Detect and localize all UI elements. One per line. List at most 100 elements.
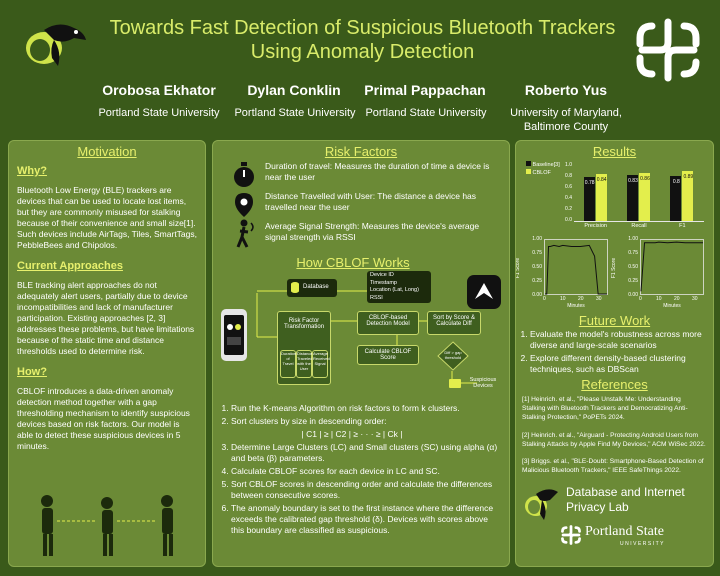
legend-entry-baseline: Baseline[3]: [526, 161, 560, 169]
author-name: Roberto Yus: [524, 82, 608, 98]
x-ticks: 0 10 20 30: [639, 296, 704, 304]
bar-value-label: 0.83: [628, 177, 638, 184]
gap-threshold-diamond: Diff > gap threshold: [437, 341, 469, 371]
bar-cblof: [595, 173, 607, 221]
x-tick-label: 30: [692, 296, 698, 302]
y-tick-label: 0.4: [565, 195, 572, 201]
f1-line-chart-baseline: F1 Score 1.00 0.75 0.50 0.25 0.00 0 10 2…: [515, 235, 612, 309]
section-heading: References: [581, 377, 648, 392]
x-ticks: 0 10 20 30: [543, 296, 608, 304]
author-affiliation: University of Maryland, Baltimore County: [510, 107, 622, 133]
y-tick-label: 1.00: [532, 236, 542, 242]
x-tick-label: Recall: [631, 223, 647, 229]
subsection-heading: Current Approaches: [17, 260, 123, 272]
device-info-line: Device ID: [370, 272, 394, 278]
cblof-steps: Run the K-means Algorithm on risk factor…: [217, 403, 503, 538]
bar-baseline: [670, 176, 682, 221]
author-affiliation: Portland State University: [234, 107, 356, 119]
sort-score-box: Sort by Score & Calculate Diff: [427, 311, 481, 335]
x-tick-label: 10: [656, 296, 662, 302]
bar-cblof: [639, 172, 650, 221]
author-affiliation: Portland State University: [98, 107, 220, 119]
y-axis-label: F1 Score: [611, 257, 618, 279]
lab-bird-logo: [520, 480, 564, 522]
x-axis-label: Minutes: [567, 303, 585, 309]
folder-icon: [449, 379, 461, 388]
f1-line-chart-cblof: F1 Score 1.00 0.75 0.50 0.25 0.00 0 10 2…: [611, 235, 710, 309]
bar-baseline: [583, 177, 595, 221]
future-item: Evaluate the model's robustness across m…: [530, 329, 706, 351]
y-tick-label: 1.00: [628, 236, 638, 242]
author-name: Orobosa Ekhator: [102, 82, 216, 98]
plot-frame: [544, 239, 608, 295]
bar-value-label: 0.8: [672, 179, 680, 186]
reference-item: [3] Briggs. et al., "BLE-Doubt: Smartpho…: [522, 458, 704, 474]
phone-icon: [219, 307, 249, 363]
section-heading: Motivation: [77, 144, 137, 159]
university-subtitle: UNIVERSITY: [620, 541, 666, 547]
app-logo-icon: [467, 275, 501, 309]
factor-box: Average Received Signal: [312, 350, 330, 378]
y-tick-label: 0.00: [532, 292, 542, 298]
walking-people-illustration: [17, 491, 197, 561]
poster-title: Towards Fast Detection of Suspicious Blu…: [109, 17, 616, 63]
why-text: Bluetooth Low Energy (BLE) trackers are …: [17, 185, 197, 250]
y-ticks: 1.00 0.75 0.50 0.25 0.00: [624, 236, 638, 298]
x-tick-label: Precision: [584, 223, 607, 229]
box-label: Risk Factor Transformation: [283, 318, 325, 330]
y-tick-label: 0.75: [532, 250, 542, 256]
risk-transform-box: Risk Factor Transformation Duration of T…: [277, 311, 331, 385]
how-text: CBLOF introduces a data-driven anomaly d…: [17, 386, 190, 451]
x-tick-label: 20: [674, 296, 680, 302]
subsection-heading: Why?: [17, 165, 47, 177]
y-tick-label: 1.0: [565, 162, 572, 168]
section-heading: Risk Factors: [324, 144, 398, 159]
author-affiliation: Portland State University: [365, 107, 487, 119]
y-tick-label: 0.8: [565, 173, 572, 179]
subsection-heading: How?: [17, 366, 47, 378]
y-tick-label: 0.50: [532, 264, 542, 270]
reference-item: [2] Heinrich. et al., "Airguard - Protec…: [522, 432, 706, 448]
y-tick-label: 0.25: [532, 278, 542, 284]
x-tick-label: 30: [596, 296, 602, 302]
x-tick-label: 10: [560, 296, 566, 302]
step-item: The anomaly boundary is set to the first…: [231, 503, 503, 536]
calculate-score-box: Calculate CBLOF Score: [357, 345, 419, 365]
box-label: Sort by Score & Calculate Diff: [432, 315, 476, 327]
bar-y-axis: 1.0 0.8 0.6 0.4 0.2 0.0: [560, 162, 572, 223]
bar-value-label: 0.78: [584, 180, 595, 187]
database-icon: [291, 282, 299, 293]
psu-small-logo: [560, 524, 582, 546]
box-label: CBLOF-based Detection Model: [366, 315, 410, 327]
cblof-flow-diagram: Database Device ID Timestamp Location (L…: [217, 271, 505, 397]
risk-factor-text: Distance Travelled with User: The distan…: [265, 191, 477, 212]
bar-baseline: [627, 174, 638, 221]
y-tick-label: 0.0: [565, 217, 572, 223]
bar-cblof: [682, 171, 694, 221]
current-approaches-text: BLE tracking alert approaches do not ade…: [17, 280, 195, 356]
y-axis-label: F1 Score: [515, 257, 522, 279]
x-tick-label: 0: [543, 296, 546, 302]
y-tick-label: 0.50: [628, 264, 638, 270]
step-item: Run the K-means Algorithm on risk factor…: [231, 403, 503, 414]
university-name: Portland State: [585, 524, 664, 539]
step-item: Calculate CBLOF scores for each device i…: [231, 466, 503, 477]
y-tick-label: 0.2: [565, 206, 572, 212]
reference-item: [1] Heinrich. et al., "Please Unstalk Me…: [522, 396, 688, 421]
factor-box: Duration of Travel: [280, 350, 296, 378]
factor-box: Distance Traveled with the User: [296, 350, 313, 378]
section-heading: How CBLOF Works: [296, 255, 410, 270]
diamond-label: Diff > gap threshold: [444, 350, 462, 360]
x-tick-label: 20: [578, 296, 584, 302]
step-item: Determine Large Clusters (LC) and Small …: [231, 442, 503, 464]
cluster-size-formula: | C1 | ≥ | C2 | ≥ · · · ≥ | Ck |: [301, 429, 403, 439]
device-info-line: RSSI: [370, 294, 383, 301]
y-tick-label: 0.75: [628, 250, 638, 256]
database-label: Database: [303, 284, 329, 290]
psu-mark-logo: [632, 14, 704, 86]
line-plot: [544, 239, 608, 295]
motivation-panel: Motivation Why? Bluetooth Low Energy (BL…: [8, 140, 206, 567]
device-info-line: Location (Lat, Long): [370, 287, 419, 293]
